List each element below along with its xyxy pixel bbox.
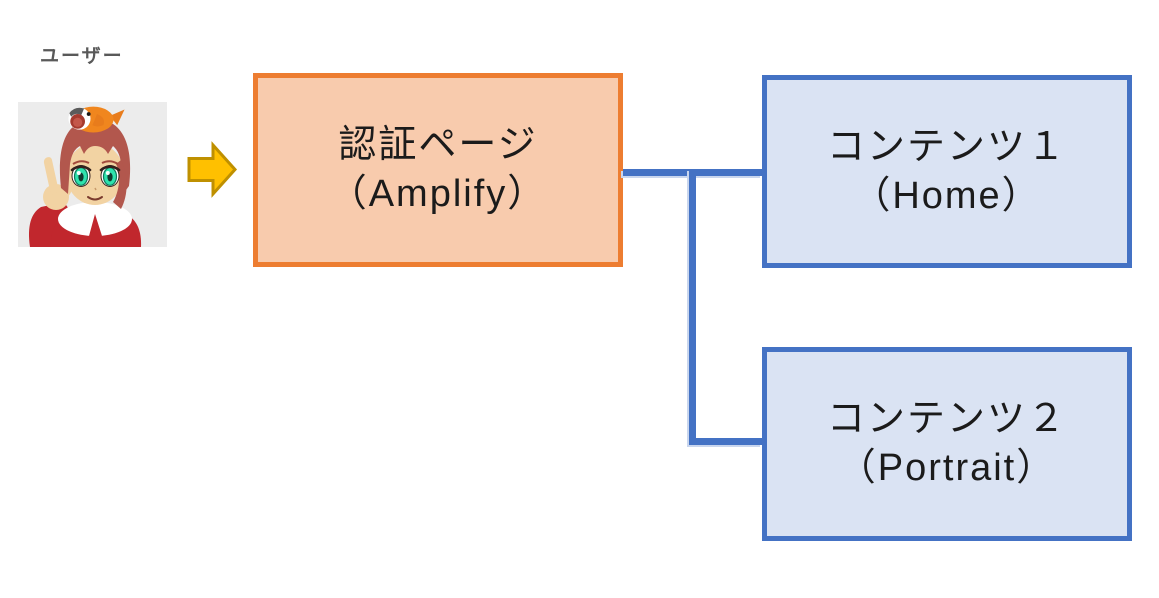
node-auth-page: 認証ページ （Amplify）: [253, 73, 623, 267]
user-avatar-illustration: [18, 102, 167, 247]
user-avatar: [18, 102, 167, 247]
node-content2: コンテンツ２ （Portrait）: [762, 347, 1132, 541]
node-content1-title: コンテンツ１: [826, 125, 1067, 168]
node-content2-title: コンテンツ２: [826, 398, 1067, 440]
node-content1-subtitle: （Home）: [852, 174, 1042, 217]
node-auth-subtitle: （Amplify）: [328, 173, 548, 215]
node-content1: コンテンツ１ （Home）: [762, 75, 1132, 268]
node-auth-title: 認証ページ: [338, 124, 538, 166]
node-content2-subtitle: （Portrait）: [837, 447, 1057, 489]
connector-auth-to-content2-horizontal: [689, 438, 762, 445]
connector-auth-to-content2-vertical: [689, 169, 696, 445]
flow-arrow-icon: [186, 141, 238, 198]
user-label: ユーザー: [40, 46, 124, 67]
